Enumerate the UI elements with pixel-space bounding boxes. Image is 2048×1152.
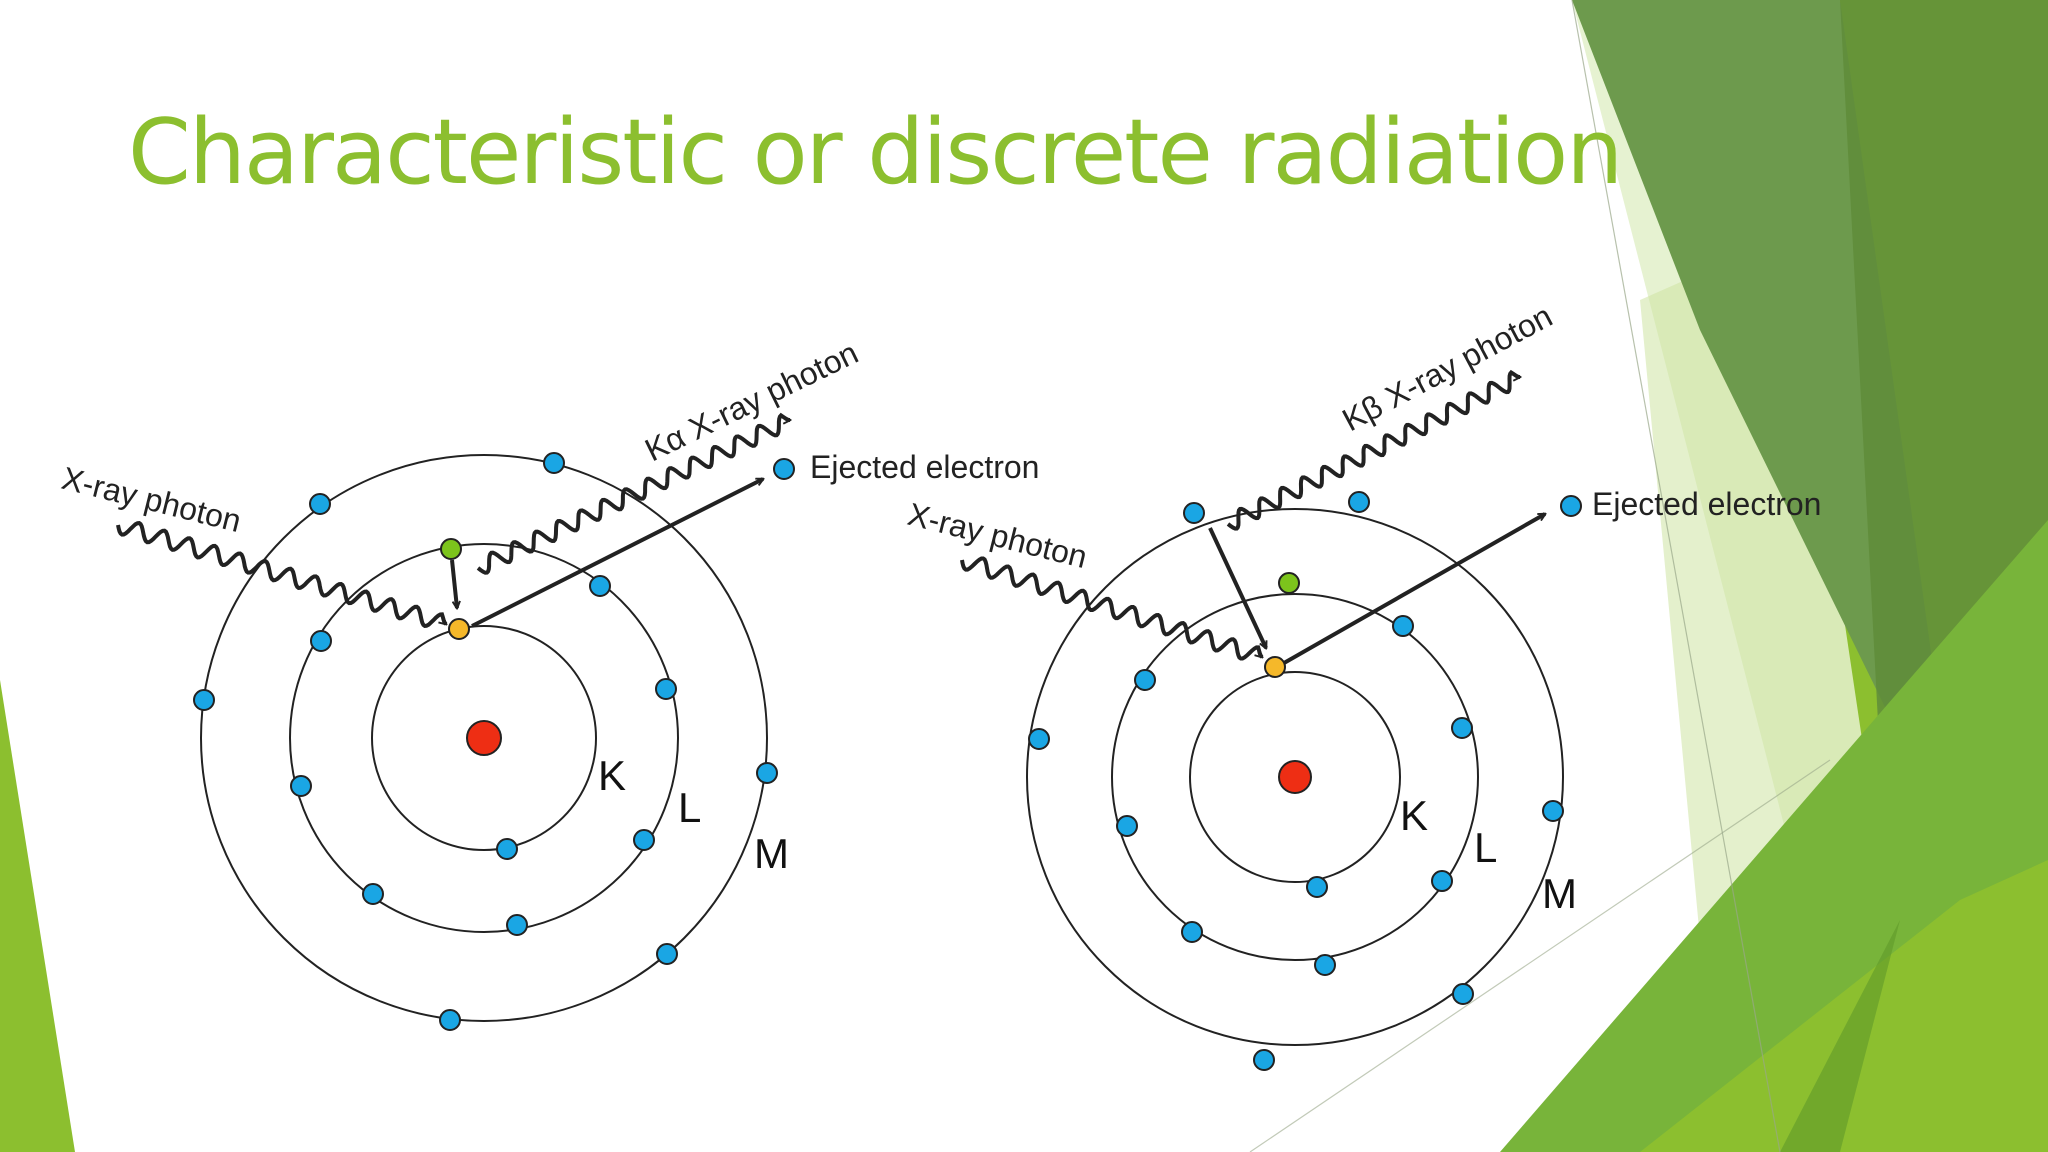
- ejected-electron-label: Ejected electron: [1592, 486, 1821, 522]
- electron: [1542, 800, 1564, 822]
- electron: [656, 943, 678, 965]
- ejected-electron-arrow: [471, 477, 763, 628]
- electron: [193, 689, 215, 711]
- electron: [1134, 669, 1156, 691]
- electron: [1314, 954, 1336, 976]
- incident-photon-label: X-ray photon: [904, 496, 1090, 575]
- electron: [589, 575, 611, 597]
- electron: [1348, 491, 1370, 513]
- electron: [506, 914, 528, 936]
- electron: [309, 493, 331, 515]
- electron: [362, 883, 384, 905]
- transition-electron: [440, 538, 462, 560]
- electron: [1392, 615, 1414, 637]
- electron: [1183, 502, 1205, 524]
- nucleus: [1278, 760, 1312, 794]
- m-shell-ring: [200, 454, 768, 1022]
- electron: [655, 678, 677, 700]
- transition-electron: [1278, 572, 1300, 594]
- electron: [290, 775, 312, 797]
- nucleus: [466, 720, 502, 756]
- l-shell-label: L: [1474, 824, 1497, 871]
- k-shell-ring: [1189, 671, 1401, 883]
- ejected-electron-label: Ejected electron: [810, 449, 1039, 485]
- electron: [633, 829, 655, 851]
- electron: [543, 452, 565, 474]
- transition-arrow: [450, 559, 457, 608]
- l-shell-label: L: [678, 784, 701, 831]
- emitted-xray-wave: [476, 412, 790, 575]
- vacancy-electron: [1264, 656, 1286, 678]
- atom-diagram-k-alpha: K L M X-ray photon Kα X-ray photon Eject…: [58, 334, 1039, 1031]
- incident-photon-label: X-ray photon: [58, 460, 244, 539]
- incident-xray-wave: [960, 556, 1262, 661]
- ejected-electron: [1560, 495, 1582, 517]
- electron: [439, 1009, 461, 1031]
- electron: [310, 630, 332, 652]
- electron: [1431, 870, 1453, 892]
- emitted-xray-wave: [1226, 369, 1520, 531]
- ejected-electron: [773, 458, 795, 480]
- l-shell-ring: [1111, 593, 1479, 961]
- slide-title: Characteristic or discrete radiation: [128, 100, 1623, 205]
- electron: [756, 762, 778, 784]
- incident-xray-wave: [116, 521, 446, 628]
- electron: [1181, 921, 1203, 943]
- ejected-electron-arrow: [1283, 512, 1545, 665]
- electron: [1116, 815, 1138, 837]
- electron: [1452, 983, 1474, 1005]
- l-shell-ring: [289, 543, 679, 933]
- k-shell-ring: [371, 625, 597, 851]
- m-shell-label: M: [1542, 870, 1577, 917]
- vacancy-electron: [448, 618, 470, 640]
- electron: [1253, 1049, 1275, 1071]
- transition-arrow: [1208, 527, 1268, 648]
- m-shell-label: M: [754, 830, 789, 877]
- k-shell-label: K: [598, 752, 626, 799]
- electron: [1306, 876, 1328, 898]
- electron: [1028, 728, 1050, 750]
- atom-diagram-k-beta: K L M X-ray photon Kβ X-ray photon Eject…: [904, 298, 1821, 1071]
- m-shell-ring: [1026, 508, 1564, 1046]
- k-shell-label: K: [1400, 792, 1428, 839]
- electron: [496, 838, 518, 860]
- electron: [1451, 717, 1473, 739]
